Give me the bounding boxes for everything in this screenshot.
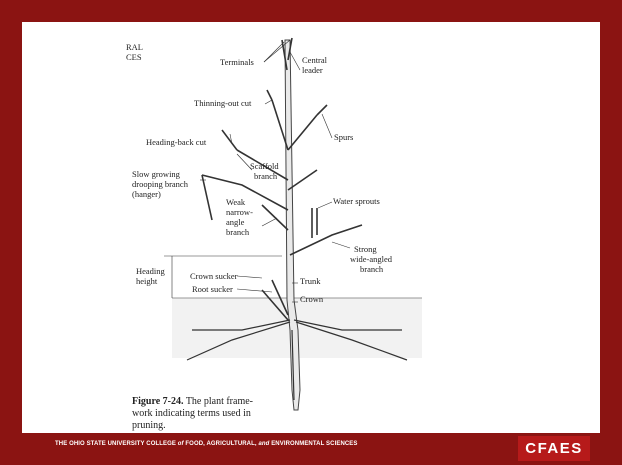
label-thinning-out-cut: Thinning-out cut bbox=[194, 98, 252, 108]
footer-text-e: ENVIRONMENTAL SCIENCES bbox=[271, 441, 357, 447]
label-central-leader-2: leader bbox=[302, 65, 323, 75]
label-slow-growing-3: (hanger) bbox=[132, 189, 161, 199]
label-terminals: Terminals bbox=[220, 57, 254, 67]
label-slow-growing-2: drooping branch bbox=[132, 179, 189, 189]
label-spurs: Spurs bbox=[334, 132, 353, 142]
caption-line-1: The plant frame- bbox=[186, 396, 253, 407]
label-heading-back-cut: Heading-back cut bbox=[146, 137, 207, 147]
footer-institution: THE OHIO STATE UNIVERSITY COLLEGE of FOO… bbox=[55, 441, 358, 447]
label-trunk: Trunk bbox=[300, 276, 321, 286]
caption-line-2: work indicating terms used in bbox=[132, 408, 251, 419]
label-root-sucker: Root sucker bbox=[192, 284, 233, 294]
label-scaffold-2: branch bbox=[254, 171, 278, 181]
header-fragment-1: RAL bbox=[126, 42, 143, 52]
figure-caption: Figure 7-24. The plant frame- work indic… bbox=[132, 396, 282, 432]
label-weak-1: Weak bbox=[226, 197, 246, 207]
header-fragment-2: CES bbox=[126, 52, 142, 62]
footer-text-b: of bbox=[178, 441, 184, 447]
label-water-sprouts: Water sprouts bbox=[333, 196, 380, 206]
label-weak-2: narrow- bbox=[226, 207, 253, 217]
label-weak-3: angle bbox=[226, 217, 245, 227]
plant-framework-diagram: RAL CES bbox=[122, 30, 422, 430]
label-strong-1: Strong bbox=[354, 244, 377, 254]
cfaes-logo: CFAES bbox=[518, 436, 590, 461]
caption-line-3: pruning. bbox=[132, 420, 166, 431]
label-slow-growing-1: Slow growing bbox=[132, 169, 181, 179]
label-central-leader-1: Central bbox=[302, 55, 328, 65]
label-heading-height-2: height bbox=[136, 276, 158, 286]
label-weak-4: branch bbox=[226, 227, 250, 237]
footer-text-d: and bbox=[258, 441, 269, 447]
label-strong-3: branch bbox=[360, 264, 384, 274]
label-crown: Crown bbox=[300, 294, 324, 304]
label-heading-height-1: Heading bbox=[136, 266, 166, 276]
label-crown-sucker: Crown sucker bbox=[190, 271, 238, 281]
label-scaffold-1: Scaffold bbox=[250, 161, 279, 171]
figure-number: Figure 7-24. bbox=[132, 396, 183, 407]
footer-text-c: FOOD, AGRICULTURAL, bbox=[185, 441, 256, 447]
label-strong-2: wide-angled bbox=[350, 254, 393, 264]
footer-text-a: THE OHIO STATE UNIVERSITY COLLEGE bbox=[55, 441, 176, 447]
